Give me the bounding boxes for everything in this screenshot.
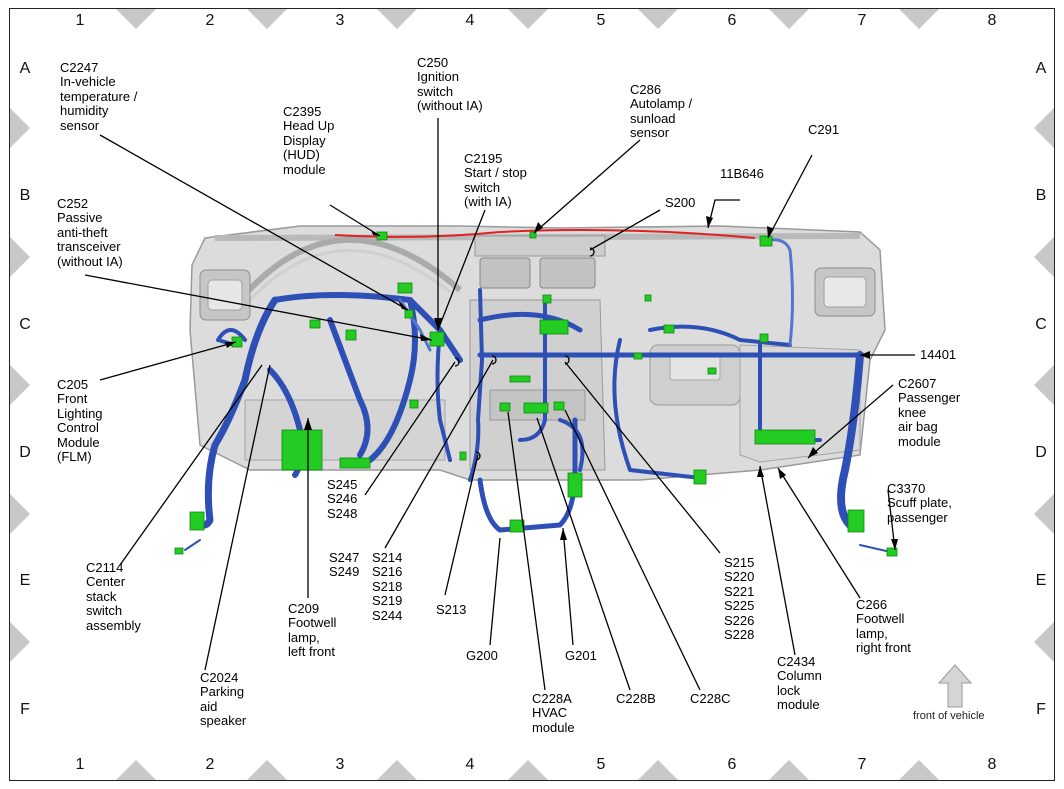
col-label-top-2: 2 xyxy=(205,12,215,29)
row-label-right-b: B xyxy=(1035,187,1047,204)
label-c209: C209 Footwell lamp, left front xyxy=(288,601,337,660)
row-label-left-d: D xyxy=(19,444,31,461)
row-label-right-a: A xyxy=(1035,60,1047,77)
col-label-top-3: 3 xyxy=(335,12,345,29)
label-s247-s249: S247 S249 xyxy=(329,550,360,580)
col-label-bottom-2: 2 xyxy=(205,756,215,773)
label-c228b: C228B xyxy=(616,691,656,706)
row-label-left-a: A xyxy=(19,60,31,77)
label-c2434: C2434 Column lock module xyxy=(777,654,822,713)
row-label-left-e: E xyxy=(19,572,31,589)
label-s213: S213 xyxy=(436,602,467,617)
label-c266: C266 Footwell lamp, right front xyxy=(856,597,911,656)
row-label-left-c: C xyxy=(19,316,31,333)
label-c291: C291 xyxy=(808,122,840,137)
front-of-vehicle-label: front of vehicle xyxy=(913,710,985,722)
label-c228a: C228A HVAC module xyxy=(532,691,575,735)
col-label-top-8: 8 xyxy=(987,12,997,29)
label-s245-s246-s248: S245 S246 S248 xyxy=(327,477,358,521)
col-label-top-1: 1 xyxy=(75,12,85,29)
label-c2024: C2024 Parking aid speaker xyxy=(200,670,247,729)
diagram-frame xyxy=(9,8,1055,781)
label-c228c: C228C xyxy=(690,691,731,706)
label-s214-s244: S214 S216 S218 S219 S244 xyxy=(372,550,403,623)
splice-symbols xyxy=(454,247,595,461)
label-c2195: C2195 Start / stop switch (with IA) xyxy=(464,151,527,210)
label-c3370: C3370 Scuff plate, passenger xyxy=(887,481,952,525)
front-arrow-icon xyxy=(937,664,973,708)
row-label-right-c: C xyxy=(1035,316,1047,333)
col-label-top-5: 5 xyxy=(596,12,606,29)
col-label-bottom-5: 5 xyxy=(596,756,606,773)
label-c2607: C2607 Passenger knee air bag module xyxy=(898,376,961,449)
label-c2247: C2247 In-vehicle temperature / humidity … xyxy=(60,60,138,133)
col-label-bottom-4: 4 xyxy=(465,756,475,773)
wiring-harness xyxy=(184,238,896,554)
label-s200: S200 xyxy=(665,195,696,210)
label-c2114: C2114 Center stack switch assembly xyxy=(86,560,141,633)
label-c205: C205 Front Lighting Control Module (FLM) xyxy=(57,377,103,465)
row-label-left-f: F xyxy=(20,701,30,718)
col-label-bottom-6: 6 xyxy=(727,756,737,773)
col-label-bottom-3: 3 xyxy=(335,756,345,773)
label-c286: C286 Autolamp / sunload sensor xyxy=(630,82,693,141)
col-label-top-4: 4 xyxy=(465,12,475,29)
arrowheads xyxy=(225,216,898,550)
label-c250: C250 Ignition switch (without IA) xyxy=(417,55,483,114)
row-label-right-f: F xyxy=(1036,701,1046,718)
row-label-right-e: E xyxy=(1035,572,1047,589)
col-label-bottom-1: 1 xyxy=(75,756,85,773)
label-s215-s228: S215 S220 S221 S225 S226 S228 xyxy=(724,555,755,643)
label-c2395: C2395 Head Up Display (HUD) module xyxy=(283,104,335,177)
label-g200: G200 xyxy=(466,648,498,663)
col-label-top-6: 6 xyxy=(727,12,737,29)
row-label-left-b: B xyxy=(19,187,31,204)
antenna-wire-11b646 xyxy=(334,229,756,239)
label-14401: 14401 xyxy=(920,347,957,362)
row-label-right-d: D xyxy=(1035,444,1047,461)
leader-lines xyxy=(84,118,915,691)
label-11b646: 11B646 xyxy=(720,166,764,181)
frame-ticks xyxy=(10,9,1054,780)
connectors xyxy=(174,231,898,557)
label-c252: C252 Passive anti-theft transceiver (wit… xyxy=(57,196,123,269)
col-label-top-7: 7 xyxy=(857,12,867,29)
label-g201: G201 xyxy=(565,648,597,663)
col-label-bottom-7: 7 xyxy=(857,756,867,773)
col-label-bottom-8: 8 xyxy=(987,756,997,773)
